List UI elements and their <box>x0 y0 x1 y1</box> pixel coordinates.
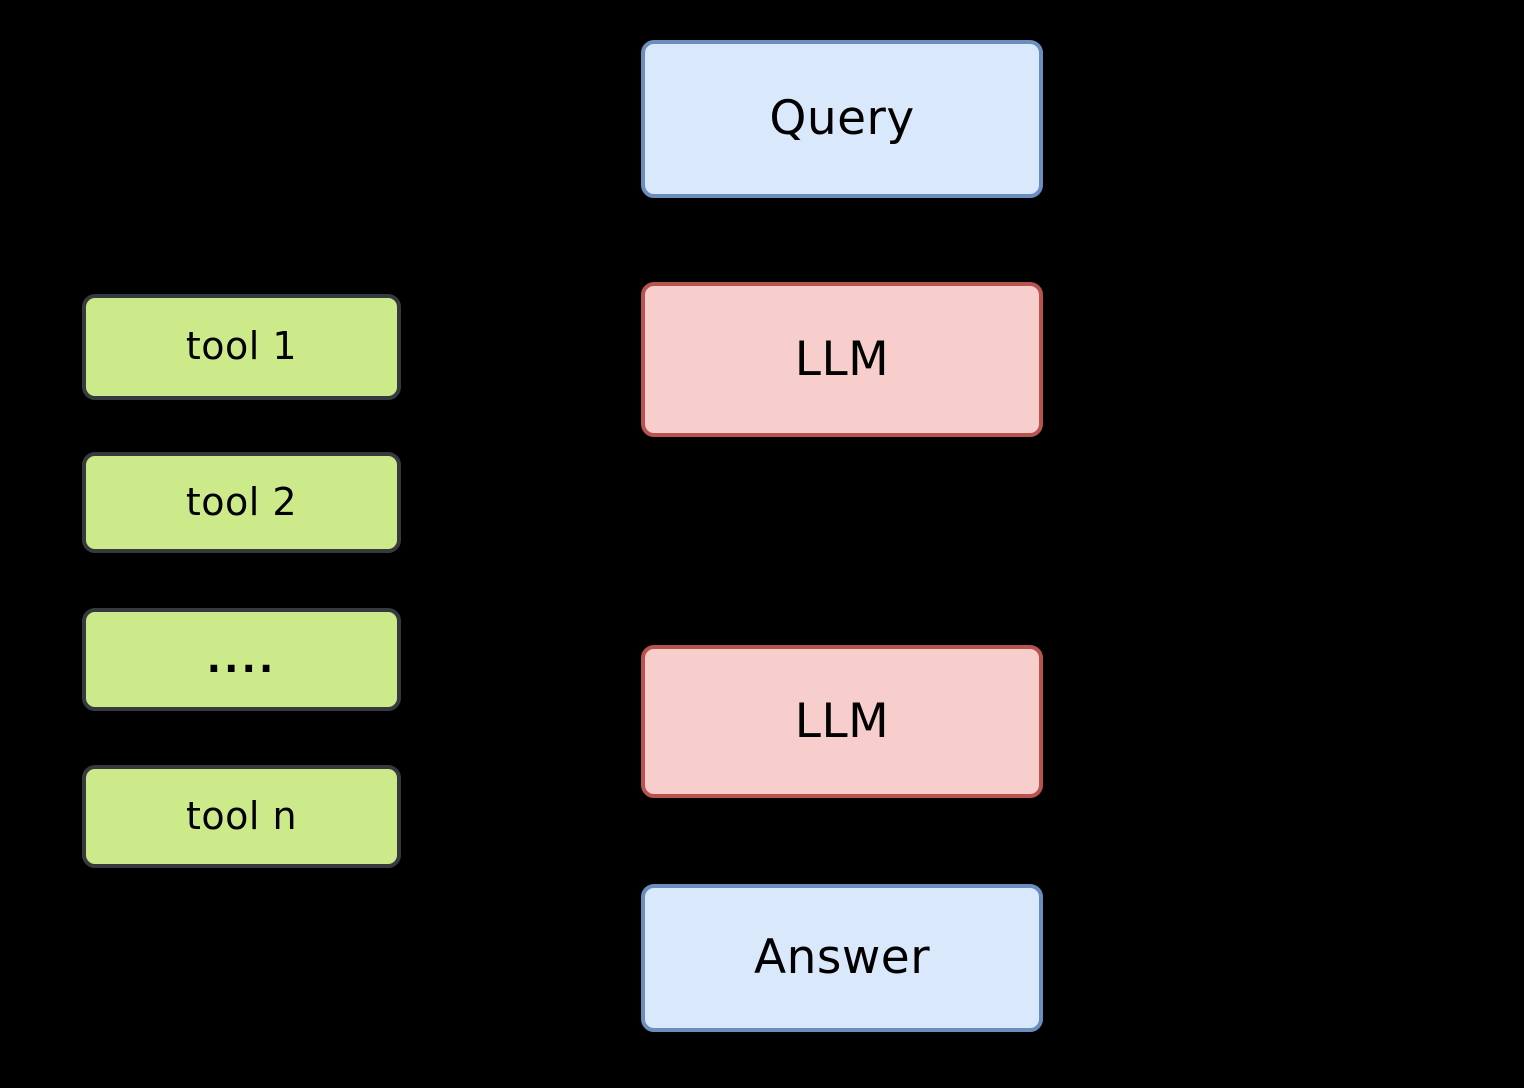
tool-box-ellipsis-label: .... <box>206 636 277 681</box>
tool-box-n-label: tool n <box>185 793 298 838</box>
tool-box-1[interactable]: tool 1 <box>82 294 401 400</box>
llm-box-2-label: LLM <box>794 693 890 749</box>
tool-box-ellipsis[interactable]: .... <box>82 608 401 711</box>
query-box-label: Query <box>769 91 915 147</box>
answer-box-label: Answer <box>753 930 931 986</box>
answer-box[interactable]: Answer <box>641 884 1043 1032</box>
llm-box-1-label: LLM <box>794 331 890 387</box>
tool-box-2[interactable]: tool 2 <box>82 452 401 553</box>
tool-box-n[interactable]: tool n <box>82 765 401 868</box>
query-box[interactable]: Query <box>641 40 1043 198</box>
tool-box-2-label: tool 2 <box>185 479 298 524</box>
tool-box-1-label: tool 1 <box>185 324 298 369</box>
llm-box-1[interactable]: LLM <box>641 282 1043 437</box>
llm-box-2[interactable]: LLM <box>641 645 1043 798</box>
